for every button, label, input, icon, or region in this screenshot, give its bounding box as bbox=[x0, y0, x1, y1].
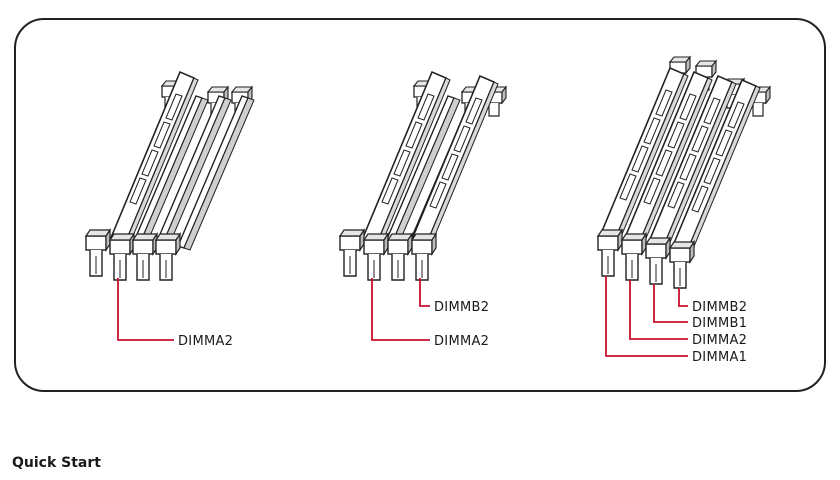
dimm-label: DIMMA2 bbox=[434, 334, 489, 349]
leader-line bbox=[678, 288, 688, 307]
dimm-label: DIMMA1 bbox=[692, 350, 747, 365]
leader-line bbox=[605, 276, 688, 357]
leader-line bbox=[629, 280, 688, 340]
section-title: Quick Start bbox=[12, 455, 101, 471]
dimm-label: DIMMB2 bbox=[692, 300, 747, 315]
leader-line bbox=[117, 278, 174, 341]
dimm-label: DIMMB2 bbox=[434, 300, 489, 315]
dimm-label: DIMMA2 bbox=[178, 334, 233, 349]
config-one-module bbox=[85, 71, 255, 281]
config-four-modules bbox=[597, 56, 771, 289]
leader-line bbox=[653, 284, 688, 323]
leader-line bbox=[371, 278, 430, 341]
memory-figure-frame bbox=[14, 18, 826, 392]
leader-line bbox=[419, 278, 430, 307]
dimm-label: DIMMA2 bbox=[692, 333, 747, 348]
config-two-modules bbox=[339, 71, 507, 281]
dimm-label: DIMMB1 bbox=[692, 316, 747, 331]
leader-lines bbox=[117, 276, 688, 357]
